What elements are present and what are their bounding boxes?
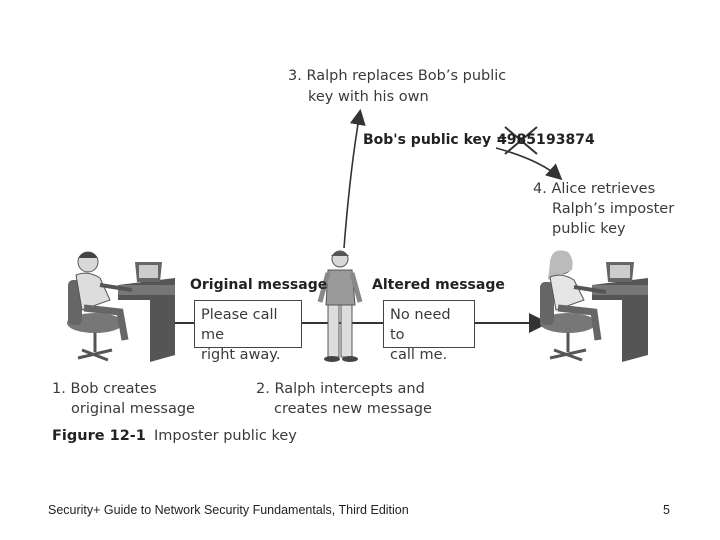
step2-line1: 2. Ralph intercepts and	[256, 381, 425, 397]
key-label: Bob's public key =	[363, 132, 508, 148]
crossed-out-key-mark	[504, 126, 538, 155]
step3-line1: 3. Ralph replaces Bob’s public	[288, 68, 507, 84]
step2-line2: creates new message	[274, 401, 432, 417]
page-number: 5	[663, 503, 670, 517]
original-message-box: Please call me right away.	[194, 300, 302, 363]
ralph-to-step3-arrow	[343, 108, 366, 249]
old-key-value: 49851	[497, 132, 546, 148]
footer-book-title: Security+ Guide to Network Security Fund…	[48, 503, 409, 517]
step1-line1: 1. Bob creates	[52, 381, 157, 397]
new-key-value: 93874	[546, 132, 595, 148]
figure-label: Figure 12-1	[52, 428, 146, 444]
key-to-step4-arrow	[495, 147, 563, 181]
alice-at-computer-illustration	[540, 250, 648, 362]
altered-message-line1: No need to	[390, 307, 451, 343]
original-message-heading: Original message	[190, 277, 328, 293]
ralph-standing-illustration	[317, 250, 363, 362]
step1-line2: original message	[71, 401, 195, 417]
figure-caption: Imposter public key	[154, 428, 297, 444]
step4-line3: public key	[552, 221, 626, 237]
altered-message-line2: call me.	[390, 347, 448, 363]
bob-at-computer-illustration	[67, 251, 175, 362]
step4-line2: Ralph’s imposter	[552, 201, 675, 217]
original-message-line1: Please call me	[201, 307, 278, 343]
step4-line1: 4. Alice retrieves	[533, 181, 656, 197]
altered-message-heading: Altered message	[372, 277, 505, 293]
original-message-line2: right away.	[201, 347, 281, 363]
step3-line2: key with his own	[308, 89, 429, 105]
altered-message-box: No need to call me.	[383, 300, 475, 363]
